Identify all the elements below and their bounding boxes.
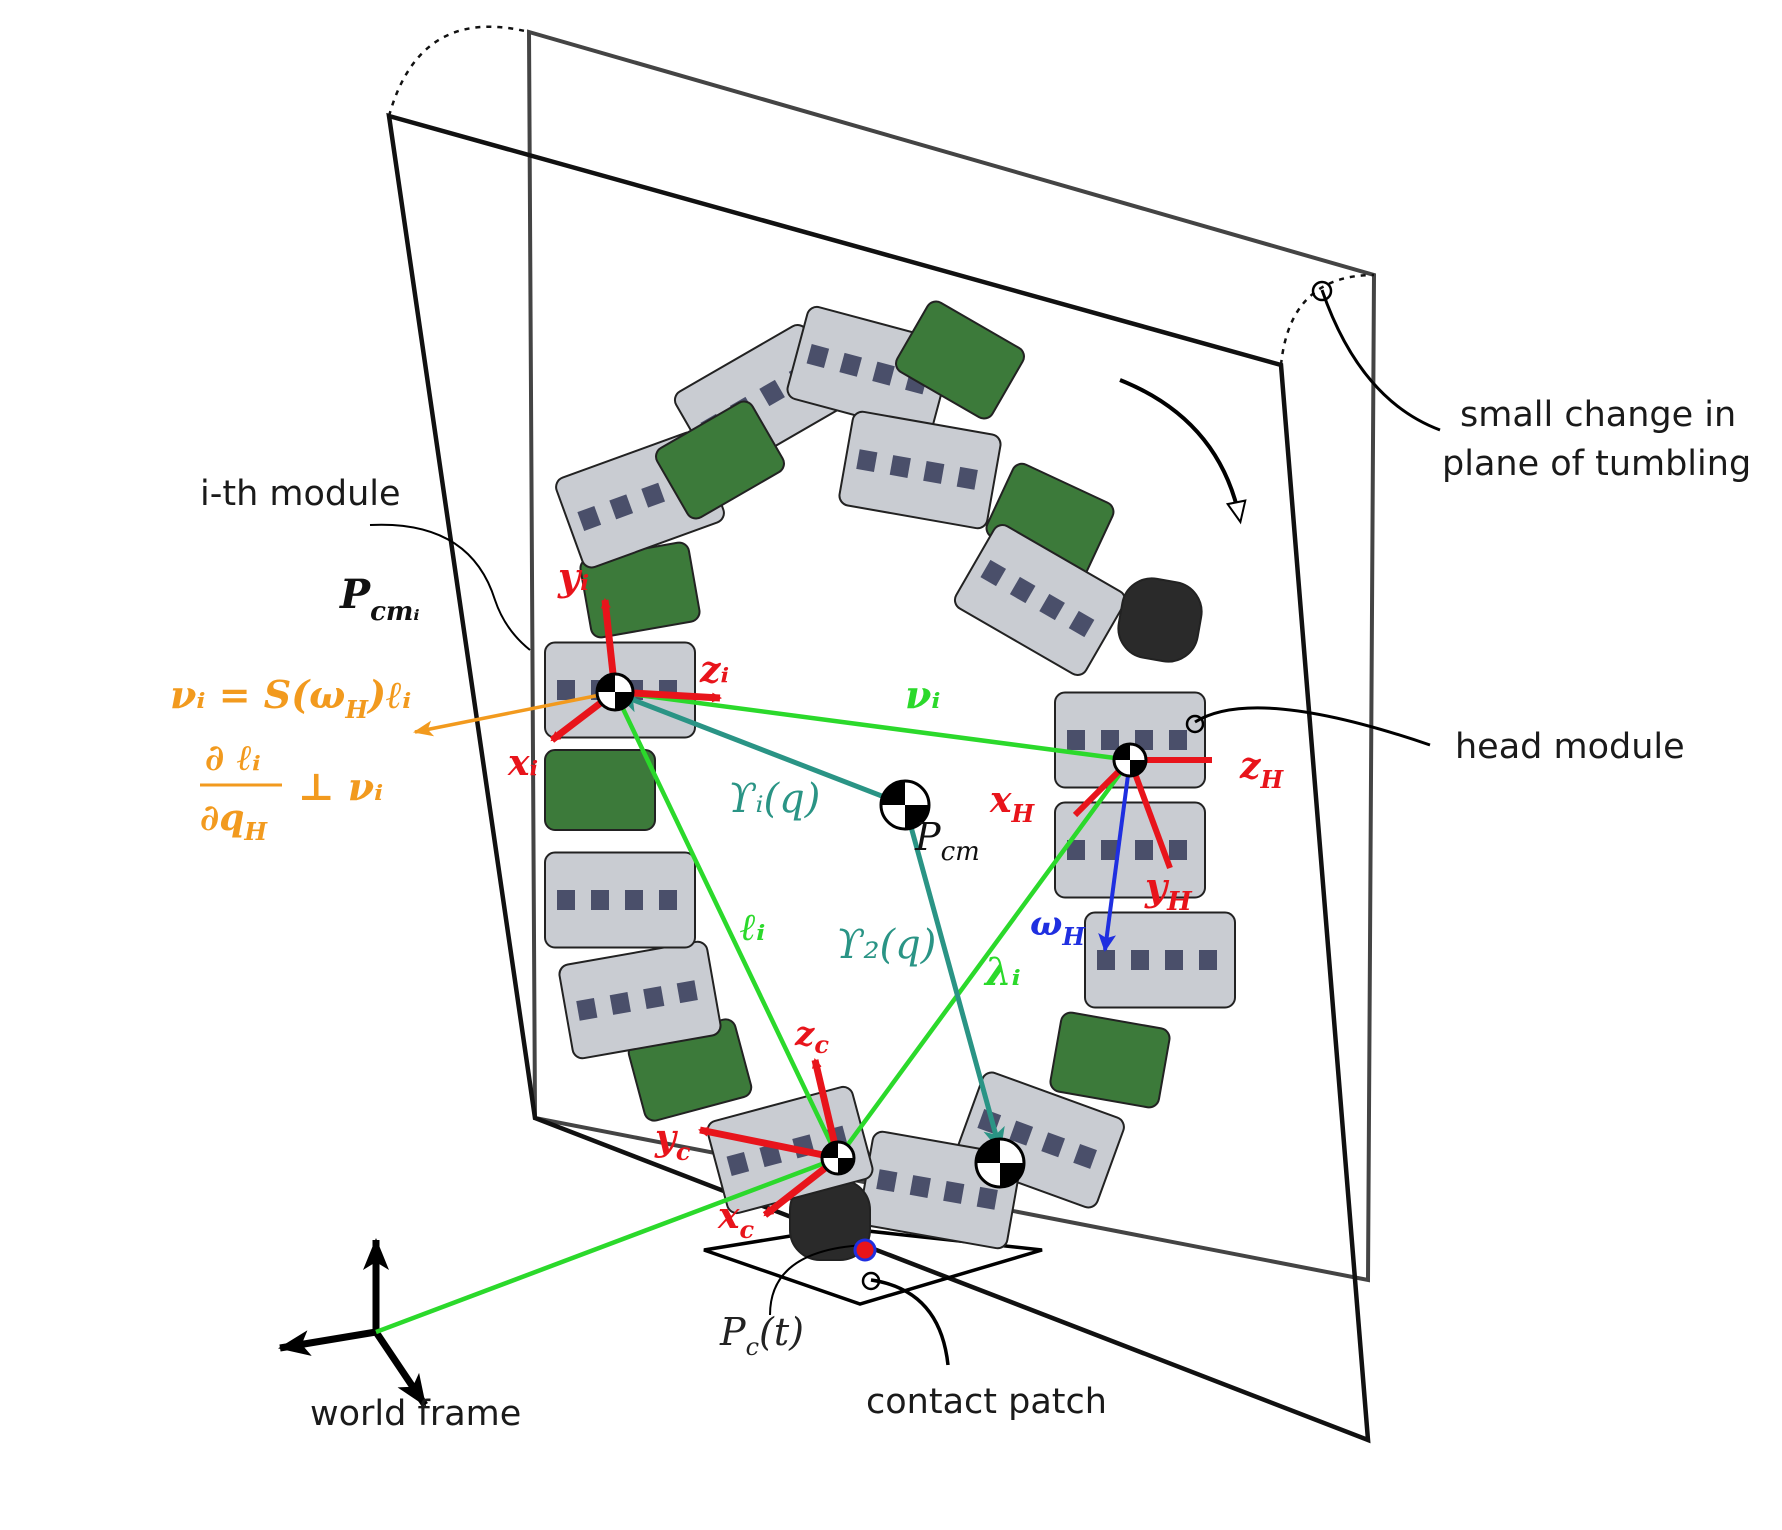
leader-contact-patch [870,1278,950,1366]
plane-tilt-arc-right [1279,273,1375,366]
world-frame-axes [278,1238,428,1407]
lambda-i-label: λᵢ [983,949,1021,994]
head-module-label: head module [1455,727,1685,767]
velocity-equation: νᵢ = S(ωH)ℓᵢ [170,672,411,724]
robot-module [895,300,1025,420]
perp-label: ⊥ νᵢ [298,764,383,809]
plane-front [386,112,1371,1444]
ith-module-label: i-th module [200,474,401,514]
robot-module [1054,801,1206,899]
plane-back [526,29,1377,1283]
y-i-label: yᵢ [557,554,589,599]
leader-small-change [1320,289,1441,432]
upsilon-i-label: ϒᵢ(q) [728,776,820,822]
velocity-arrow [413,690,616,737]
y-c-label: yc [654,1117,691,1166]
robot-module [838,410,1002,530]
teal-vectors [616,691,1005,1152]
robot-module [544,851,696,949]
contact-point-dot [853,1238,877,1262]
leader-head-module-ring [1185,714,1205,734]
x-i-label: xᵢ [507,742,538,784]
robot-module [953,524,1127,676]
contact-patch-label: contact patch [866,1382,1107,1422]
p-c-t-label: Pc(t) [719,1310,804,1361]
leader-ith-module [369,523,531,651]
x-h-label: xH [989,779,1035,828]
small-change-label-1: small change in [1460,395,1736,435]
z-c-label: zc [794,1014,829,1059]
x-c-label: xc [717,1195,754,1244]
robot-module [1084,911,1236,1009]
leader-small-change-ring [1311,280,1333,302]
p-cm-label: Pcm [914,815,980,867]
vector-v-i [614,689,1131,763]
leader-contact-patch-ring [861,1271,881,1291]
small-change-label-2: plane of tumbling [1442,444,1751,484]
z-i-label: zᵢ [699,649,729,691]
z-h-label: zH [1239,745,1284,794]
l-i-label: ℓᵢ [740,904,765,949]
partial-denominator: ∂qH [200,797,268,846]
world-frame-label: world frame [310,1394,521,1434]
com-marker [820,1140,856,1176]
leader-head-module [1194,706,1431,747]
rotation-arrow [1119,378,1247,525]
partial-numerator: ∂ ℓᵢ [205,737,261,779]
vector-upsilon-2 [902,804,1005,1152]
robot-module [1117,577,1203,663]
robot-module [544,749,656,831]
com-marker [595,672,635,712]
y-h-label: yH [1144,864,1193,917]
robot-module [1049,1011,1171,1109]
robot-modules [544,300,1236,1261]
omega-h-label: ωH [1030,904,1086,951]
vector-world-to-contact [375,1155,839,1335]
leader-pc-t [769,1244,866,1316]
com-marker [879,779,931,831]
vector-l-i [612,691,841,1159]
robot-module [558,940,722,1060]
omega-h-arrow [1098,759,1132,952]
v-i-label: νᵢ [905,672,940,717]
com-marker [974,1137,1026,1189]
green-vectors [375,689,1132,1335]
vector-upsilon-i [616,691,906,808]
com-markers [595,672,1148,1189]
plane-tilt-arc-top [387,25,530,117]
vector-lambda-i [836,758,1132,1160]
p-cmi-label: Pcmᵢ [339,571,420,627]
robot-module [1054,691,1206,789]
robot-module [655,400,785,520]
com-marker [1112,742,1148,778]
upsilon-2-label: ϒ₂(q) [836,922,936,968]
